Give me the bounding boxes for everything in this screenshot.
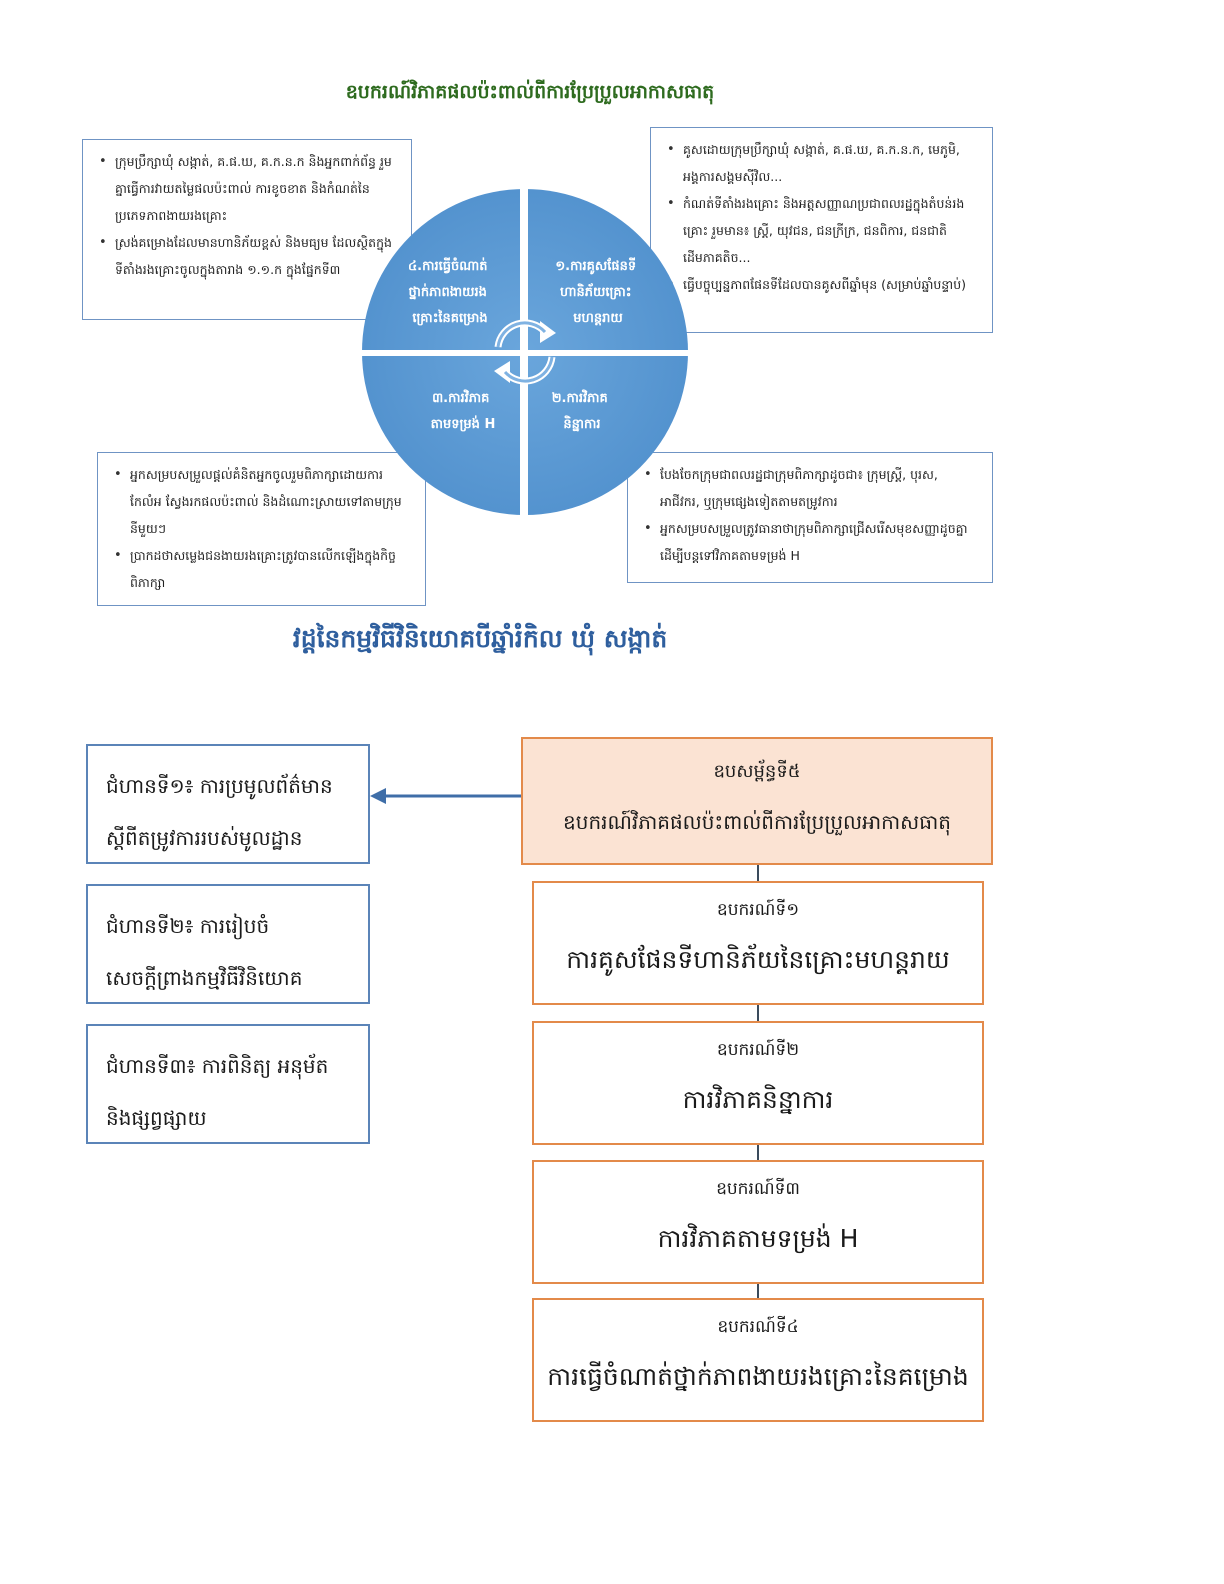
stage-subtitle: ស្តីពីតម្រូវការរបស់មូលដ្ឋាន bbox=[106, 826, 303, 850]
note-item: បែងចែកក្រុមជាពលរដ្ឋជាក្រុមពិភាក្សាដូចជា៖… bbox=[644, 461, 978, 515]
tool-title: ការធ្វើចំណាត់ថ្នាក់ភាពងាយរងគ្រោះនៃគម្រោង bbox=[547, 1362, 969, 1391]
stage-subtitle: សេចក្តីព្រាងកម្មវិធីវិនិយោគ bbox=[106, 966, 303, 990]
tool-label: ឧបករណ៍ទី២ bbox=[716, 1040, 800, 1060]
cycle-diagram: ៤.ការធ្វើចំណាត់ ថ្នាក់ភាពងាយរង គ្រោះនៃគម… bbox=[360, 187, 690, 517]
stage-box-1: ជំហានទី១៖ ការប្រមូលព័ត៌មាន ស្តីពីតម្រូវក… bbox=[86, 744, 370, 864]
annex-box: ឧបសម្ព័ន្ធទី៥ ឧបករណ៍វិភាគផលប៉ះពាល់ពីការប… bbox=[521, 737, 993, 865]
note-bottom-right: បែងចែកក្រុមជាពលរដ្ឋជាក្រុមពិភាក្សាដូចជា៖… bbox=[627, 452, 993, 583]
note-item: ធ្វើបច្ចុប្បន្នភាពផែនទីដែលបានគូសពីឆ្នាំម… bbox=[667, 271, 978, 298]
cycle-title: ឧបករណ៍វិភាគផលប៉ះពាល់ពីការប្រែប្រួលអាកាសធ… bbox=[345, 81, 715, 103]
stage-title: ជំហានទី១៖ ការប្រមូលព័ត៌មាន bbox=[106, 774, 333, 798]
tool-box-3: ឧបករណ៍ទី៣ ការវិភាគតាមទម្រង់ H bbox=[532, 1160, 984, 1284]
note-item: អ្នកសម្របសម្រួលផ្តល់គំនិតអ្នកចូលរួមពិភាក… bbox=[114, 461, 411, 542]
connector-line bbox=[757, 865, 759, 881]
stage-title: ជំហានទី២៖ ការរៀបចំ bbox=[106, 914, 270, 938]
cycle-divider-horizontal bbox=[360, 350, 690, 356]
stage-box-2: ជំហានទី២៖ ការរៀបចំ សេចក្តីព្រាងកម្មវិធីវ… bbox=[86, 884, 370, 1004]
tool-title: ការគូសផែនទីហានិភ័យនៃគ្រោះមហន្តរាយ bbox=[566, 945, 950, 974]
note-bottom-left: អ្នកសម្របសម្រួលផ្តល់គំនិតអ្នកចូលរួមពិភាក… bbox=[97, 452, 426, 606]
tool-title: ការវិភាគតាមទម្រង់ H bbox=[657, 1224, 859, 1253]
tool-label: ឧបករណ៍ទី៤ bbox=[717, 1317, 799, 1337]
quadrant-label-3: ៣.ការវិភាគ តាមទម្រង់ H bbox=[431, 389, 496, 432]
note-item: ស្រង់គម្រោងដែលមានហានិភ័យខ្ពស់ និងមធ្យម ដ… bbox=[99, 229, 397, 283]
connector-line bbox=[757, 1145, 759, 1160]
note-top-right: គូសដោយក្រុមប្រឹក្សាឃុំ សង្កាត់, គ.ផ.ឃ, គ… bbox=[650, 127, 993, 333]
tool-label: ឧបករណ៍ទី១ bbox=[716, 900, 800, 920]
tool-box-4: ឧបករណ៍ទី៤ ការធ្វើចំណាត់ថ្នាក់ភាពងាយរងគ្រ… bbox=[532, 1298, 984, 1422]
quadrant-label-1: ១.ការគូសផែនទី ហានិភ័យគ្រោះ មហន្តរាយ bbox=[555, 257, 640, 326]
note-item: ប្រាកដថាសម្លេងជនងាយរងគ្រោះត្រូវបានលើកឡើង… bbox=[114, 542, 411, 596]
stage-title: ជំហានទី៣៖ ការពិនិត្យ អនុម័ត bbox=[106, 1054, 329, 1078]
annex-title: ឧបករណ៍វិភាគផលប៉ះពាល់ពីការប្រែប្រួលអាកាសធ… bbox=[563, 810, 951, 834]
note-item: ក្រុមប្រឹក្សាឃុំ សង្កាត់, គ.ផ.ឃ, គ.ក.ន.ក… bbox=[99, 148, 397, 229]
annex-label: ឧបសម្ព័ន្ធទី៥ bbox=[713, 761, 801, 782]
connector-line bbox=[757, 1284, 759, 1298]
connector-line bbox=[757, 1005, 759, 1021]
tool-box-2: ឧបករណ៍ទី២ ការវិភាគនិន្នាការ bbox=[532, 1021, 984, 1145]
process-title: វដ្តនៃកម្មវិធីវិនិយោគបីឆ្នាំរំកិល ឃុំ សង… bbox=[292, 624, 668, 653]
note-item: គូសដោយក្រុមប្រឹក្សាឃុំ សង្កាត់, គ.ផ.ឃ, គ… bbox=[667, 136, 978, 190]
quadrant-label-4: ៤.ការធ្វើចំណាត់ ថ្នាក់ភាពងាយរង គ្រោះនៃគម… bbox=[408, 257, 492, 326]
arrow-left-icon bbox=[370, 788, 522, 804]
tool-box-1: ឧបករណ៍ទី១ ការគូសផែនទីហានិភ័យនៃគ្រោះមហន្ត… bbox=[532, 881, 984, 1005]
stage-box-3: ជំហានទី៣៖ ការពិនិត្យ អនុម័ត និងផ្សព្វផ្ស… bbox=[86, 1024, 370, 1144]
tool-label: ឧបករណ៍ទី៣ bbox=[716, 1179, 800, 1199]
tool-title: ការវិភាគនិន្នាការ bbox=[682, 1085, 834, 1114]
note-item: កំណត់ទីតាំងរងគ្រោះ និងអត្តសញ្ញាណប្រជាពលរ… bbox=[667, 190, 978, 271]
quadrant-label-2: ២.ការវិភាគ និន្នាការ bbox=[552, 389, 613, 432]
note-top-left: ក្រុមប្រឹក្សាឃុំ សង្កាត់, គ.ផ.ឃ, គ.ក.ន.ក… bbox=[82, 139, 412, 320]
cycle-arrows-icon bbox=[494, 319, 556, 385]
note-item: អ្នកសម្របសម្រួលត្រូវធានាថាក្រុមពិភាក្សាជ… bbox=[644, 515, 978, 569]
stage-subtitle: និងផ្សព្វផ្សាយ bbox=[106, 1106, 207, 1130]
